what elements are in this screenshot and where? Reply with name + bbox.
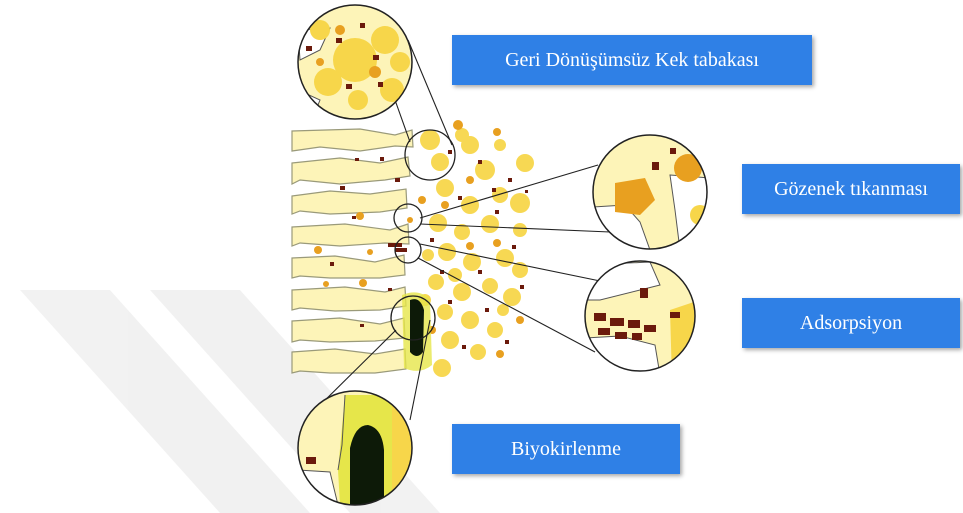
zoom-pore bbox=[593, 135, 710, 250]
label-cake-layer: Geri Dönüşümsüz Kek tabakası bbox=[452, 35, 812, 85]
zoom-cake bbox=[298, 5, 412, 125]
zoom-biofouling bbox=[298, 391, 412, 505]
label-adsorption: Adsorpsiyon bbox=[742, 298, 960, 348]
label-pore-blocking: Gözenek tıkanması bbox=[742, 164, 960, 214]
label-biofouling: Biyokirlenme bbox=[452, 424, 680, 474]
zoom-adsorption bbox=[585, 261, 700, 380]
cake-particles-yellow bbox=[419, 128, 534, 377]
